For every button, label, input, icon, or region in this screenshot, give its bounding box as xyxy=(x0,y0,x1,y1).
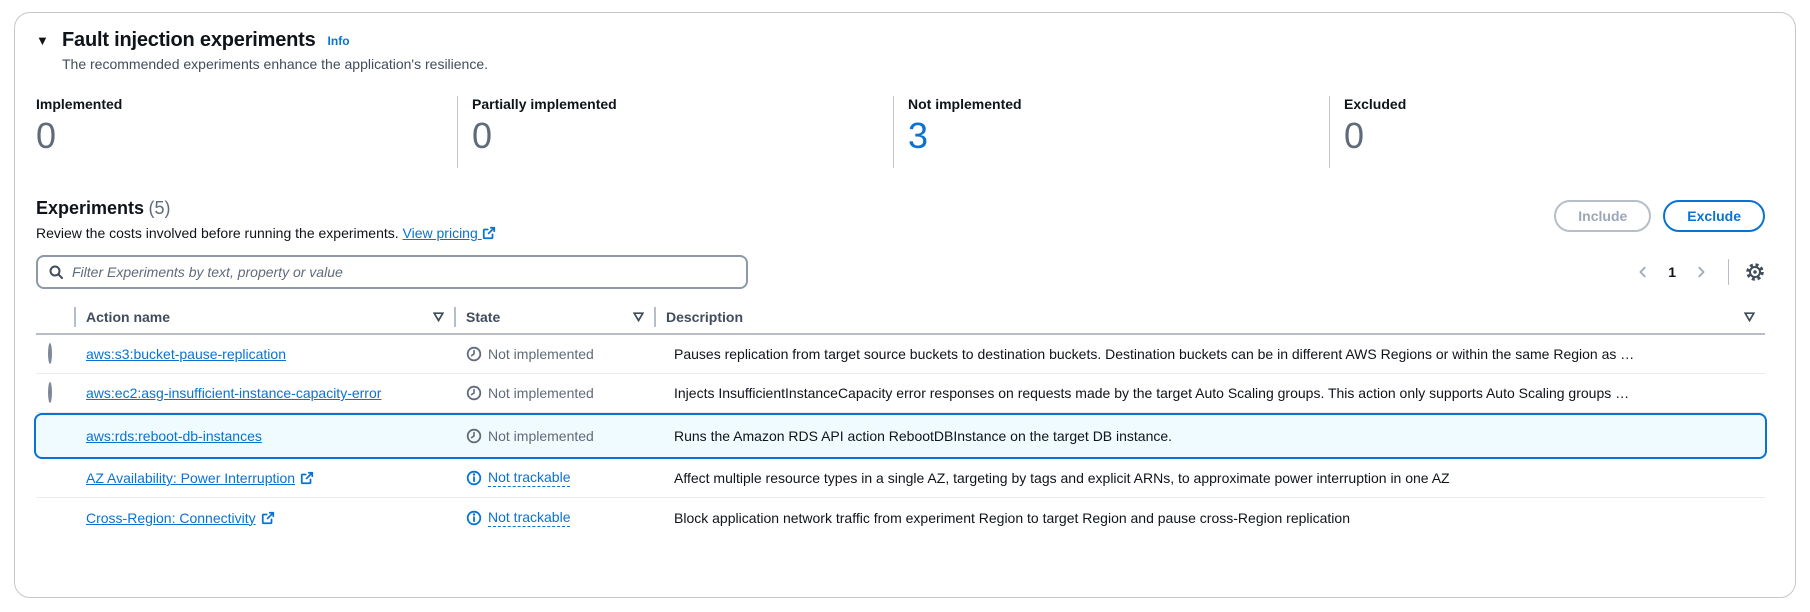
row-description: Pauses replication from target source bu… xyxy=(674,346,1635,362)
row-radio[interactable] xyxy=(48,382,52,403)
action-name-link[interactable]: aws:ec2:asg-insufficient-instance-capaci… xyxy=(86,385,382,401)
next-page-button[interactable] xyxy=(1690,261,1712,283)
filter-triangle-icon[interactable] xyxy=(433,312,444,322)
table-row[interactable]: Cross-Region: Connectivity Not trackable… xyxy=(36,498,1765,537)
row-description: Injects InsufficientInstanceCapacity err… xyxy=(674,385,1630,401)
stat-value: 0 xyxy=(1344,115,1365,156)
state-badge: Not implemented xyxy=(466,385,646,401)
chevron-left-icon xyxy=(1639,266,1646,278)
stat-excluded: Excluded 0 xyxy=(1329,96,1765,168)
stat-value: 0 xyxy=(472,115,493,156)
filter-input[interactable] xyxy=(72,264,736,280)
not-trackable-link[interactable]: Not trackable xyxy=(466,509,646,527)
toolbar-divider xyxy=(1728,259,1729,285)
column-header-description[interactable]: Description xyxy=(656,307,1765,327)
external-link-icon xyxy=(300,471,314,485)
table-toolbar: 1 xyxy=(36,255,1765,289)
stat-label: Excluded xyxy=(1344,96,1407,112)
row-description: Runs the Amazon RDS API action RebootDBI… xyxy=(674,428,1173,444)
info-link[interactable]: Info xyxy=(327,33,350,48)
stat-label: Partially implemented xyxy=(472,96,617,112)
column-header-action-name[interactable]: Action name xyxy=(76,307,456,327)
include-button[interactable]: Include xyxy=(1554,200,1652,232)
stats-row: Implemented 0 Partially implemented 0 No… xyxy=(36,96,1765,168)
action-name-external-link[interactable]: AZ Availability: Power Interruption xyxy=(86,470,314,486)
stat-implemented: Implemented 0 xyxy=(36,96,457,168)
state-badge: Not implemented xyxy=(466,428,646,444)
filter-triangle-icon[interactable] xyxy=(633,312,644,322)
filter-triangle-icon[interactable] xyxy=(1744,312,1755,322)
experiments-count: (5) xyxy=(148,198,171,218)
stat-value: 3 xyxy=(908,115,929,156)
exclude-button[interactable]: Exclude xyxy=(1663,200,1765,232)
experiments-heading-block: Experiments (5) Review the costs involve… xyxy=(36,198,496,241)
fault-injection-panel: ▼ Fault injection experiments Info The r… xyxy=(14,12,1796,598)
row-description: Affect multiple resource types in a sing… xyxy=(674,470,1450,486)
column-header-state[interactable]: State xyxy=(456,307,656,327)
previous-page-button[interactable] xyxy=(1632,261,1654,283)
table-row[interactable]: aws:s3:bucket-pause-replication Not impl… xyxy=(36,335,1765,374)
stat-value: 0 xyxy=(36,115,57,156)
collapse-triangle-icon[interactable]: ▼ xyxy=(36,33,49,48)
not-trackable-link[interactable]: Not trackable xyxy=(466,469,646,487)
pending-clock-icon xyxy=(466,428,482,444)
experiments-note: Review the costs involved before running… xyxy=(36,225,496,241)
stat-label: Implemented xyxy=(36,96,123,112)
external-link-icon xyxy=(261,511,274,524)
view-pricing-link[interactable]: View pricing xyxy=(402,225,478,241)
pending-clock-icon xyxy=(466,385,482,401)
panel-header: ▼ Fault injection experiments Info xyxy=(36,29,1765,52)
table-header-row: Action name State Description xyxy=(36,301,1765,335)
page-title: Fault injection experiments xyxy=(62,29,316,51)
table-row-selected[interactable]: aws:rds:reboot-db-instances Not implemen… xyxy=(34,413,1767,459)
action-name-link[interactable]: aws:rds:reboot-db-instances xyxy=(86,428,262,444)
stat-partially-implemented: Partially implemented 0 xyxy=(457,96,893,168)
filter-box[interactable] xyxy=(36,255,748,289)
pagination-tools: 1 xyxy=(1632,259,1765,285)
stat-label: Not implemented xyxy=(908,96,1022,112)
panel-subtitle: The recommended experiments enhance the … xyxy=(62,56,489,72)
external-link-icon xyxy=(482,226,495,240)
action-buttons: Include Exclude xyxy=(1554,200,1765,232)
table-row[interactable]: AZ Availability: Power Interruption Not … xyxy=(36,459,1765,498)
settings-button[interactable] xyxy=(1745,262,1765,282)
gear-icon xyxy=(1746,263,1764,281)
experiments-table: Action name State Description aws:s3:buc… xyxy=(34,301,1767,537)
search-icon xyxy=(49,265,63,279)
row-description: Block application network traffic from e… xyxy=(674,509,1350,526)
pending-clock-icon xyxy=(466,346,482,362)
info-circle-icon xyxy=(466,470,482,486)
stat-not-implemented: Not implemented 3 xyxy=(893,96,1329,168)
experiments-section-header: Experiments (5) Review the costs involve… xyxy=(36,198,1765,241)
table-row[interactable]: aws:ec2:asg-insufficient-instance-capaci… xyxy=(36,374,1765,413)
chevron-right-icon xyxy=(1698,266,1705,278)
info-circle-icon xyxy=(466,510,482,525)
current-page[interactable]: 1 xyxy=(1668,264,1676,280)
action-name-link[interactable]: aws:s3:bucket-pause-replication xyxy=(86,346,286,362)
selection-column-header xyxy=(36,307,76,327)
state-badge: Not implemented xyxy=(466,346,646,362)
row-radio[interactable] xyxy=(48,343,52,364)
experiments-heading: Experiments xyxy=(36,198,145,218)
action-name-external-link[interactable]: Cross-Region: Connectivity xyxy=(86,510,275,526)
